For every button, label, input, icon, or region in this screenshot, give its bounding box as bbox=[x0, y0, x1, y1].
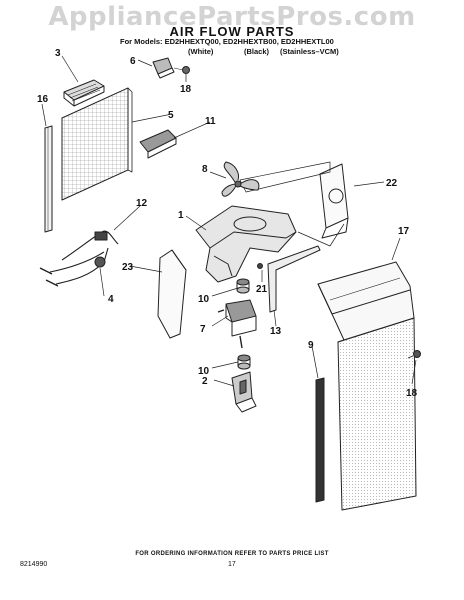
callout-1: 1 bbox=[178, 210, 184, 221]
callout-11: 11 bbox=[205, 116, 216, 127]
callout-6: 6 bbox=[130, 56, 136, 67]
callout-18-lower: 18 bbox=[406, 388, 418, 399]
callout-23: 23 bbox=[122, 262, 134, 273]
part-17-cover-lower bbox=[337, 317, 417, 511]
part-12-harness bbox=[49, 230, 119, 285]
callout-9: 9 bbox=[308, 340, 314, 351]
page-number: 17 bbox=[228, 561, 236, 568]
callout-13: 13 bbox=[270, 326, 282, 337]
callout-5: 5 bbox=[168, 110, 174, 121]
callout-2: 2 bbox=[202, 376, 208, 387]
document-number: 8214990 bbox=[20, 561, 48, 568]
part-16-gasket bbox=[44, 125, 53, 233]
callout-3: 3 bbox=[55, 48, 61, 59]
part-3-vent bbox=[63, 79, 105, 101]
part-8-fan-blade bbox=[221, 161, 260, 197]
part-23-side-panel bbox=[157, 249, 187, 339]
callout-7: 7 bbox=[200, 324, 206, 335]
callout-21: 21 bbox=[256, 284, 268, 295]
variant-black: (Black) bbox=[244, 47, 270, 56]
models-line: For Models: ED2HHEXTQ00, ED2HHEXTB00, ED… bbox=[120, 37, 334, 46]
callout-16: 16 bbox=[37, 94, 49, 105]
callout-12: 12 bbox=[136, 198, 148, 209]
part-7-motor bbox=[225, 299, 257, 323]
callout-17: 17 bbox=[398, 226, 410, 237]
part-13-bracket bbox=[267, 245, 321, 313]
callout-8: 8 bbox=[202, 164, 208, 175]
part-10-grommet-lower bbox=[237, 354, 251, 362]
callout-10-upper: 10 bbox=[198, 294, 210, 305]
callout-22: 22 bbox=[386, 178, 398, 189]
part-11-bracket bbox=[139, 129, 177, 153]
callout-10-lower: 10 bbox=[198, 366, 210, 377]
part-10-grommet-upper bbox=[236, 278, 250, 286]
part-18-screw-lower bbox=[413, 350, 421, 358]
part-1-fan-housing bbox=[195, 205, 297, 283]
watermark: AppliancePartsPros.com bbox=[48, 2, 416, 32]
part-6-housing bbox=[152, 57, 173, 75]
variant-white: (White) bbox=[188, 47, 214, 56]
callout-4: 4 bbox=[108, 294, 114, 305]
page-title: AIR FLOW PARTS bbox=[169, 24, 295, 39]
variant-stainless: (Stainless–VCM) bbox=[280, 47, 339, 56]
part-9-gasket bbox=[315, 377, 325, 503]
callout-18-upper: 18 bbox=[180, 84, 192, 95]
ordering-info: FOR ORDERING INFORMATION REFER TO PARTS … bbox=[135, 551, 329, 557]
